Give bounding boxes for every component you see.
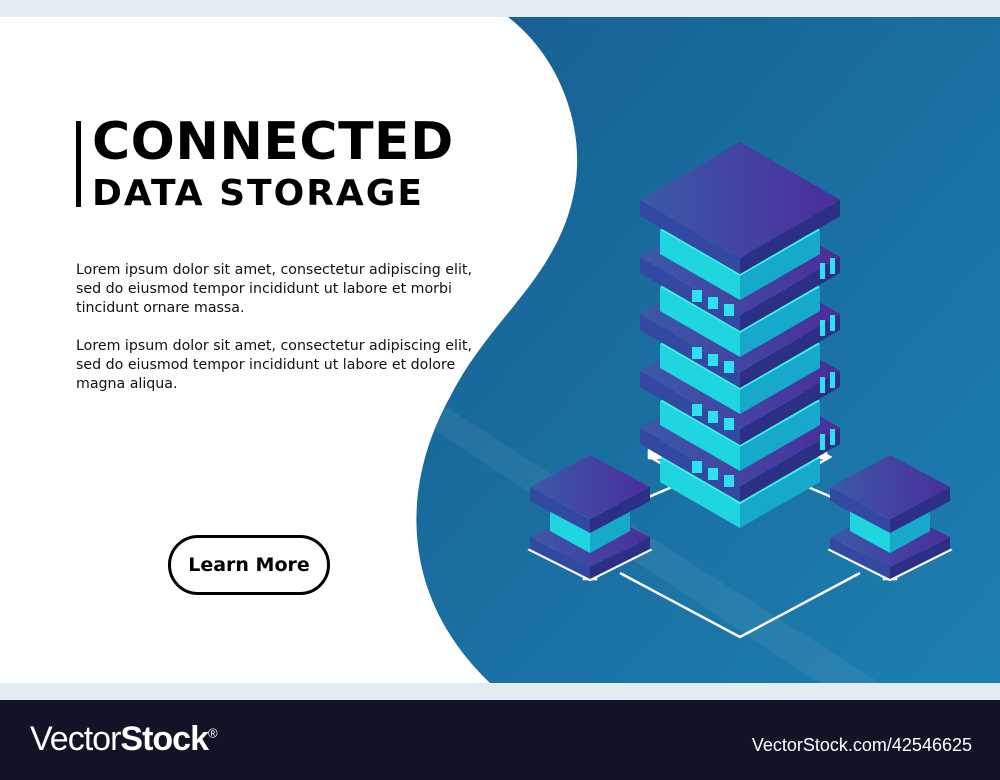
status-light: [708, 354, 718, 366]
diagonal-light-band: [430, 397, 880, 683]
block-right-face: [740, 287, 820, 357]
status-light: [724, 475, 734, 487]
block-top-face: [530, 455, 650, 519]
block-right-face: [740, 314, 840, 388]
status-light: [708, 297, 718, 309]
block-left-face: [640, 428, 740, 502]
status-light: [820, 320, 825, 336]
logo-light-text: Vector: [30, 720, 121, 758]
block-right-face: [590, 509, 630, 553]
status-light: [708, 468, 718, 480]
paragraph-1: Lorem ipsum dolor sit amet, consectetur …: [76, 262, 472, 316]
block-right-face: [890, 537, 950, 579]
status-light: [724, 418, 734, 430]
status-light: [708, 411, 718, 423]
block-right-face: [590, 537, 650, 579]
block-left-face: [660, 344, 740, 414]
server-illustration: [416, 17, 1000, 683]
status-light: [692, 347, 702, 359]
footer-bar: VectorStock® VectorStock.com/42546625: [0, 700, 1000, 780]
block-right-face: [740, 230, 820, 300]
block-left-face: [660, 401, 740, 471]
block-right-face: [740, 344, 820, 414]
block-left-face: [640, 200, 740, 274]
block-left-face: [640, 257, 740, 331]
block-left-face: [850, 509, 890, 553]
block-right-face: [740, 257, 840, 331]
status-light: [692, 290, 702, 302]
title-accent-bar: [76, 121, 81, 207]
title-line-1: CONNECTED: [92, 112, 454, 172]
block-right-face: [740, 458, 820, 528]
logo-registered-mark: ®: [207, 725, 218, 741]
status-light: [830, 372, 835, 388]
block-left-face: [640, 371, 740, 445]
status-light: [820, 263, 825, 279]
vectorstock-logo: VectorStock®: [30, 720, 218, 759]
status-light: [724, 304, 734, 316]
block-left-face: [660, 230, 740, 300]
block-left-face: [640, 314, 740, 388]
server-stacks: [530, 142, 950, 579]
block-top-face: [640, 142, 840, 258]
paragraph-2: Lorem ipsum dolor sit amet, consectetur …: [76, 338, 472, 392]
status-light: [820, 377, 825, 393]
block-right-face: [740, 371, 840, 445]
logo-bold-text: Stock: [120, 720, 209, 758]
block-right-face: [740, 200, 840, 274]
block-left-face: [660, 458, 740, 528]
block-left-face: [530, 537, 590, 579]
title-line-2: DATA STORAGE: [92, 173, 424, 214]
block-right-face: [740, 401, 820, 471]
status-light: [830, 429, 835, 445]
block-right-face: [740, 428, 840, 502]
block-left-face: [830, 537, 890, 579]
block-left-face: [660, 287, 740, 357]
hero-banner: CONNECTED DATA STORAGE Lorem ipsum dolor…: [0, 17, 1000, 683]
block-right-face: [890, 487, 950, 533]
block-top-face: [830, 455, 950, 519]
block-left-face: [530, 487, 590, 533]
learn-more-button[interactable]: Learn More: [168, 535, 330, 595]
status-light: [820, 434, 825, 450]
status-light: [830, 258, 835, 274]
block-left-face: [550, 509, 590, 553]
image-url: VectorStock.com/42546625: [751, 735, 972, 755]
link-bottom: [619, 571, 861, 639]
status-light: [692, 404, 702, 416]
block-left-face: [830, 487, 890, 533]
block-right-face: [890, 509, 930, 553]
status-light: [830, 315, 835, 331]
status-light: [724, 361, 734, 373]
status-light: [692, 461, 702, 473]
block-right-face: [590, 487, 650, 533]
